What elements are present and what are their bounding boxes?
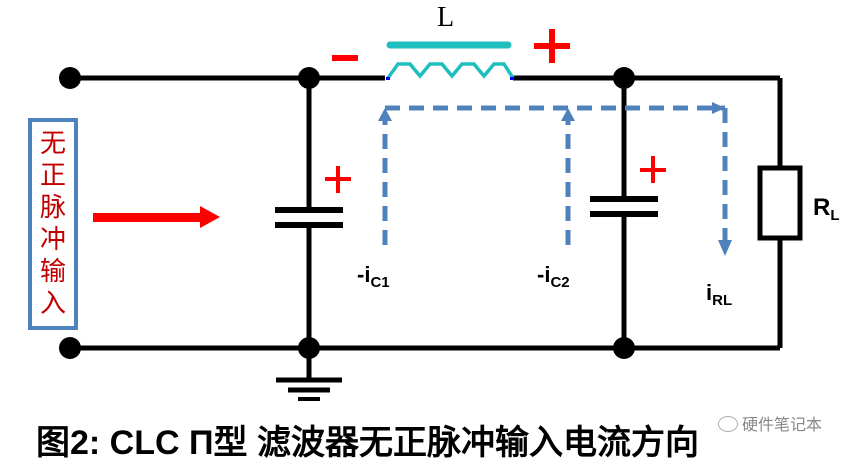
current-label-ic1: -iC1 [357, 262, 390, 291]
capacitor-c2-plus-sign [640, 156, 666, 183]
input-char: 入 [39, 289, 66, 319]
inductor-minus-sign [332, 55, 358, 61]
input-char: 正 [39, 161, 66, 191]
current-label-ic2: -iC2 [537, 262, 570, 291]
input-terminal-top [59, 67, 81, 89]
arrowhead-c1 [378, 108, 392, 121]
capacitor-c1 [275, 78, 343, 348]
input-label-box: 无 正 脉 冲 输 入 [28, 118, 78, 330]
input-terminal-bottom [59, 337, 81, 359]
input-char: 无 [39, 129, 66, 159]
input-char: 冲 [39, 225, 66, 255]
inductor [386, 41, 515, 80]
resistor-rl [757, 165, 803, 241]
arrowhead-rl [718, 240, 732, 256]
current-paths [382, 105, 728, 245]
current-label-irl: iRL [706, 280, 733, 309]
inductor-plus-sign [534, 29, 570, 63]
capacitor-c2 [590, 78, 658, 348]
capacitor-c1-plus-sign [325, 166, 351, 193]
resistor-label: RL [813, 194, 840, 224]
inductor-label: L [437, 2, 455, 33]
ground-symbol [276, 348, 342, 401]
arrowhead-top-right [712, 102, 725, 114]
input-char: 输 [39, 257, 66, 287]
figure-caption: 图2: CLC Π型 滤波器无正脉冲输入电流方向 [36, 424, 699, 462]
watermark: 硬件笔记本 [718, 411, 822, 435]
wechat-icon [718, 416, 738, 432]
arrowhead-c2 [561, 108, 575, 121]
input-char: 脉 [39, 193, 66, 223]
input-arrow [93, 206, 220, 228]
